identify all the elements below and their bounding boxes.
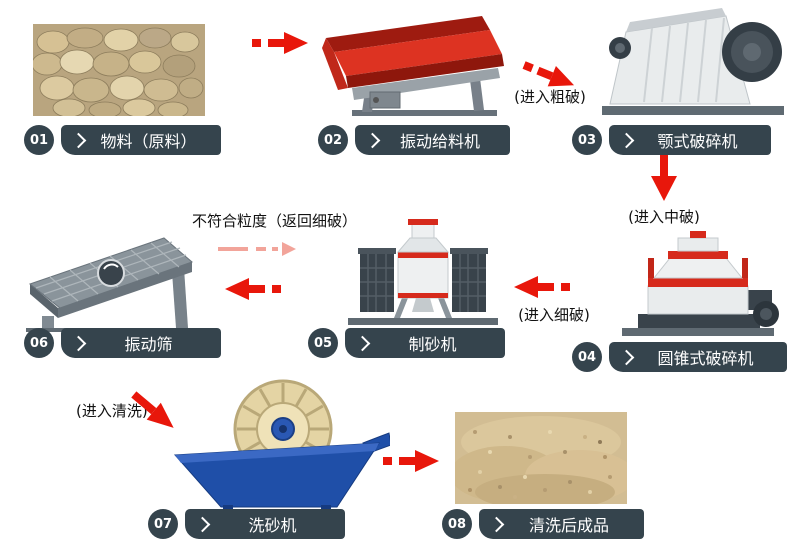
arrow-cone-to-sandmaker: [512, 274, 570, 300]
step-banner: 振动给料机: [355, 125, 510, 155]
step-banner: 洗砂机: [185, 509, 345, 539]
step-label-08: 08 清洗后成品: [442, 508, 644, 540]
step-number: 04: [572, 342, 602, 372]
arrow-sandmaker-to-screen: [223, 276, 281, 302]
step-number: 01: [24, 125, 54, 155]
sand-maker-illustration: [348, 219, 498, 325]
chevron-icon: [354, 335, 371, 351]
raw-material-photo: [33, 24, 205, 116]
step-number: 05: [308, 328, 338, 358]
step-label-04: 04 圆锥式破碎机: [572, 341, 787, 373]
step-number: 07: [148, 509, 178, 539]
chevron-icon: [70, 335, 87, 351]
sand-washer-illustration: [173, 379, 390, 510]
step-number: 03: [572, 125, 602, 155]
finished-sand-photo: [455, 412, 627, 504]
step-banner: 清洗后成品: [479, 509, 644, 539]
step-banner: 圆锥式破碎机: [609, 342, 787, 372]
step-label-text: 制砂机: [408, 335, 457, 354]
step-label-text: 物料（原料）: [100, 132, 197, 151]
step-label-02: 02 振动给料机: [318, 124, 510, 156]
chevron-icon: [194, 516, 211, 532]
arrow-feeder-to-jaw: [519, 53, 581, 98]
step-number: 02: [318, 125, 348, 155]
step-number: 08: [442, 509, 472, 539]
arrow-material-to-feeder: [252, 30, 310, 56]
step-label-text: 洗砂机: [248, 516, 297, 535]
chevron-icon: [618, 132, 635, 148]
step-label-03: 03 颚式破碎机: [572, 124, 771, 156]
step-label-text: 清洗后成品: [528, 516, 609, 535]
step-banner: 颚式破碎机: [609, 125, 771, 155]
chevron-icon: [488, 516, 505, 532]
step-label-text: 振动筛: [124, 335, 173, 354]
step-label-text: 圆锥式破碎机: [657, 349, 754, 368]
arrow-screen-to-washer: [125, 384, 183, 438]
jaw-crusher-illustration: [602, 8, 784, 115]
vibrating-feeder-illustration: [322, 16, 504, 116]
cone-crusher-illustration: [622, 231, 779, 336]
step-label-05: 05 制砂机: [308, 327, 505, 359]
step-label-07: 07 洗砂机: [148, 508, 345, 540]
annotation-enter-fine: (进入细破): [518, 306, 590, 324]
annotation-enter-wash: (进入清洗): [76, 402, 148, 420]
vibrating-screen-illustration: [26, 237, 202, 332]
annotation-enter-medium: (进入中破): [628, 208, 700, 226]
chevron-icon: [364, 132, 381, 148]
chevron-icon: [618, 349, 635, 365]
step-banner: 物料（原料）: [61, 125, 221, 155]
step-banner: 振动筛: [61, 328, 221, 358]
arrow-washer-to-product: [383, 448, 441, 474]
step-number: 06: [24, 328, 54, 358]
step-label-text: 颚式破碎机: [657, 132, 738, 151]
step-label-06: 06 振动筛: [24, 327, 221, 359]
step-label-text: 振动给料机: [399, 132, 480, 151]
annotation-return-fine: 不符合粒度（返回细破）: [192, 212, 358, 230]
chevron-icon: [70, 132, 87, 148]
arrow-jaw-to-cone: [649, 150, 679, 204]
step-label-01: 01 物料（原料）: [24, 124, 221, 156]
step-banner: 制砂机: [345, 328, 505, 358]
arrow-return-to-sandmaker: [218, 242, 298, 258]
annotation-enter-coarse: (进入粗破): [514, 88, 586, 106]
